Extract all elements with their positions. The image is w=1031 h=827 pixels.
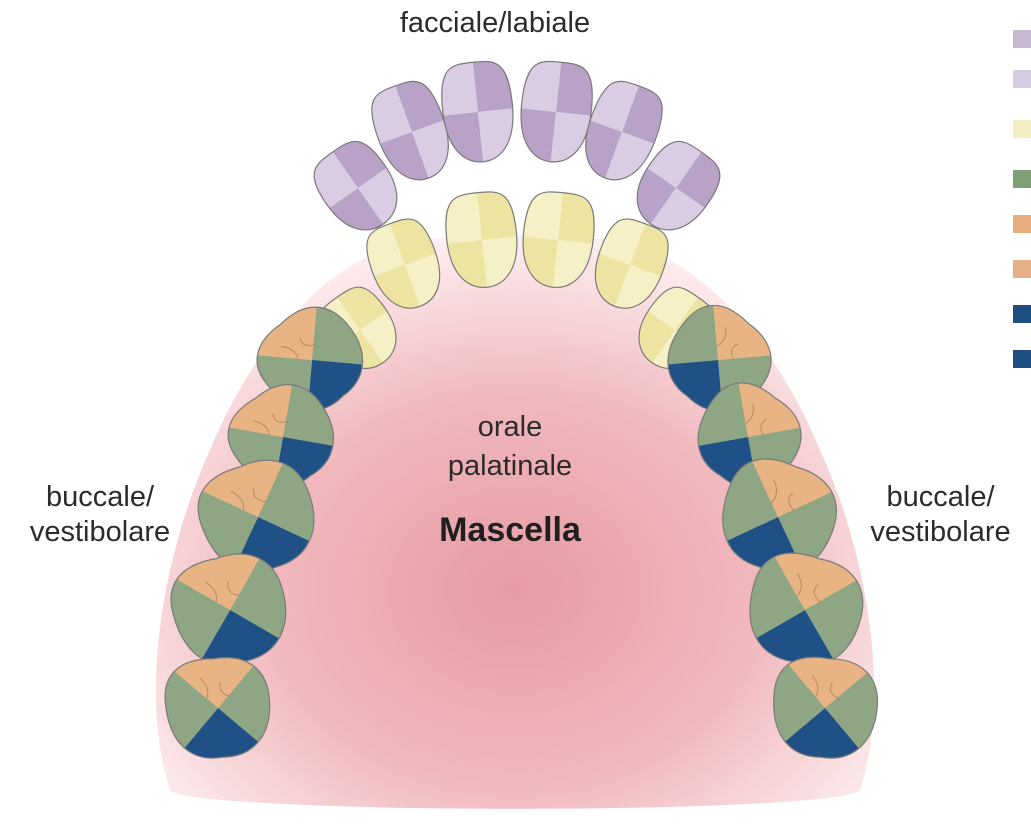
label-palatal: palatinale: [430, 447, 590, 486]
label-buccal-right-line2: vestibolare: [850, 515, 1031, 550]
legend-swatch: [1013, 170, 1031, 188]
legend-swatch: [1013, 215, 1031, 233]
legend-swatch: [1013, 30, 1031, 48]
label-facial-labial: facciale/labiale: [330, 6, 660, 41]
label-oral: orale: [430, 408, 590, 447]
legend-swatch: [1013, 260, 1031, 278]
legend-swatch: [1013, 350, 1031, 368]
label-oral-palatal: orale palatinale: [430, 408, 590, 486]
label-buccal-left-line1: buccale/: [0, 480, 200, 515]
label-buccal-left: buccale/ vestibolare: [0, 480, 200, 550]
legend-swatch: [1013, 305, 1031, 323]
color-legend: [1013, 30, 1031, 375]
legend-swatch: [1013, 70, 1031, 88]
legend-swatch: [1013, 120, 1031, 138]
label-buccal-right: buccale/ vestibolare: [850, 480, 1031, 550]
label-buccal-right-line1: buccale/: [850, 480, 1031, 515]
label-buccal-left-line2: vestibolare: [0, 515, 200, 550]
label-maxilla-title: Mascella: [400, 510, 620, 551]
